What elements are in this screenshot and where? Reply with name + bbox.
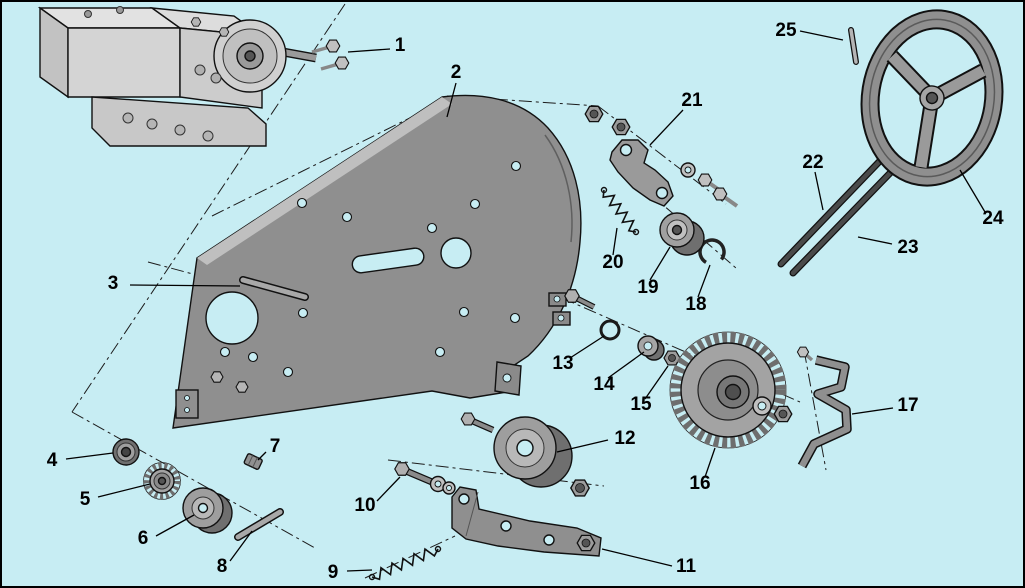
leader-line-12 [556,439,609,453]
part-label-19: 19 [637,277,658,298]
part-16-gear [669,331,793,449]
leader-line-9 [346,569,373,572]
part-label-1: 1 [395,35,406,56]
part-2-mounting-plate [172,94,582,429]
part-label-20: 20 [602,252,623,273]
leader-line-25 [799,30,844,41]
part-20-spring [600,186,640,236]
leader-line-8 [229,530,253,562]
part-5-sprocket [143,462,181,500]
gear-teeth [669,331,787,449]
plate-bolt [210,371,224,383]
plate-bolt [235,381,249,393]
part-label-11: 11 [676,556,697,577]
leader-line-13 [569,335,605,359]
leader-line-19 [649,246,671,281]
part-label-25: 25 [775,20,797,41]
part-label-8: 8 [217,556,228,577]
part-10-bolt-washers [394,462,456,495]
part-19-roller [659,212,705,256]
sprocket-teeth [143,462,181,500]
part-21-lever [584,105,739,208]
leader-line-15 [644,365,669,400]
part-label-14: 14 [593,374,615,395]
leader-line-6 [155,514,195,537]
part-label-2: 2 [451,62,462,83]
part-label-23: 23 [897,237,918,258]
part-4-collar [112,438,140,466]
part-1-mounting-bolts [311,39,350,71]
plate-corner-bracket [175,389,199,419]
plate-small-holes [219,160,522,378]
plate-chamfer-edge [197,97,452,265]
leader-line-7 [257,451,267,461]
part-label-17: 17 [897,395,918,416]
leader-line-10 [376,476,401,502]
part-25-pin [848,27,859,65]
leader-line-24 [959,169,986,213]
part-3-pin [239,276,309,301]
part-6-pulley [182,487,233,534]
bracket-bolt [796,346,810,358]
motor-gearbox [37,6,317,147]
plate-round-hole [440,237,472,269]
leader-line-4 [65,452,114,460]
leader-line-21 [649,109,684,146]
part-label-9: 9 [328,562,339,583]
leader-line-16 [704,447,716,478]
part-labels: 1 2 3 4 5 6 7 8 9 10 11 12 13 14 15 16 1… [47,20,1004,583]
part-label-7: 7 [270,436,281,457]
part-label-6: 6 [138,528,149,549]
part-15-nut [663,350,681,366]
part-label-12: 12 [614,428,635,449]
leader-lines [65,30,986,572]
part-13-o-ring [599,319,621,341]
part-label-5: 5 [80,489,91,510]
part-label-18: 18 [685,294,706,315]
lever-bolt [712,187,728,201]
part-24-handwheel [860,9,1004,187]
pivot-bolt [564,289,596,310]
part-label-22: 22 [802,152,823,173]
part-12-idler-pulley [493,416,590,497]
part-label-21: 21 [681,90,703,111]
part-label-16: 16 [689,473,710,494]
part-label-13: 13 [552,353,573,374]
part-label-10: 10 [354,495,375,516]
part-label-4: 4 [47,450,58,471]
plate-large-hole [205,291,259,345]
part-8-pin [234,508,284,541]
part-11-bracket-arm [451,486,602,557]
motor-shaft [282,49,317,61]
leader-line-5 [97,483,151,498]
leader-line-3 [129,284,241,287]
plate-slot [351,247,425,274]
lever-bolt [697,173,713,187]
part-7-set-screw [243,453,263,470]
part-label-3: 3 [108,273,119,294]
part-9-spring [368,545,442,581]
leader-line-2 [446,82,457,118]
idler-bolt [460,412,495,433]
leader-line-18 [697,264,711,298]
part-label-24: 24 [982,208,1004,229]
leader-line-23 [857,236,893,245]
part-label-15: 15 [630,394,652,415]
part-17-bent-bracket [796,346,852,469]
leader-line-14 [607,351,645,379]
leader-line-20 [612,227,618,256]
leader-line-11 [601,548,673,567]
leader-line-17 [851,407,894,415]
part-14-bushing [637,335,665,361]
leader-line-22 [814,171,824,211]
leader-line-1 [347,48,391,53]
